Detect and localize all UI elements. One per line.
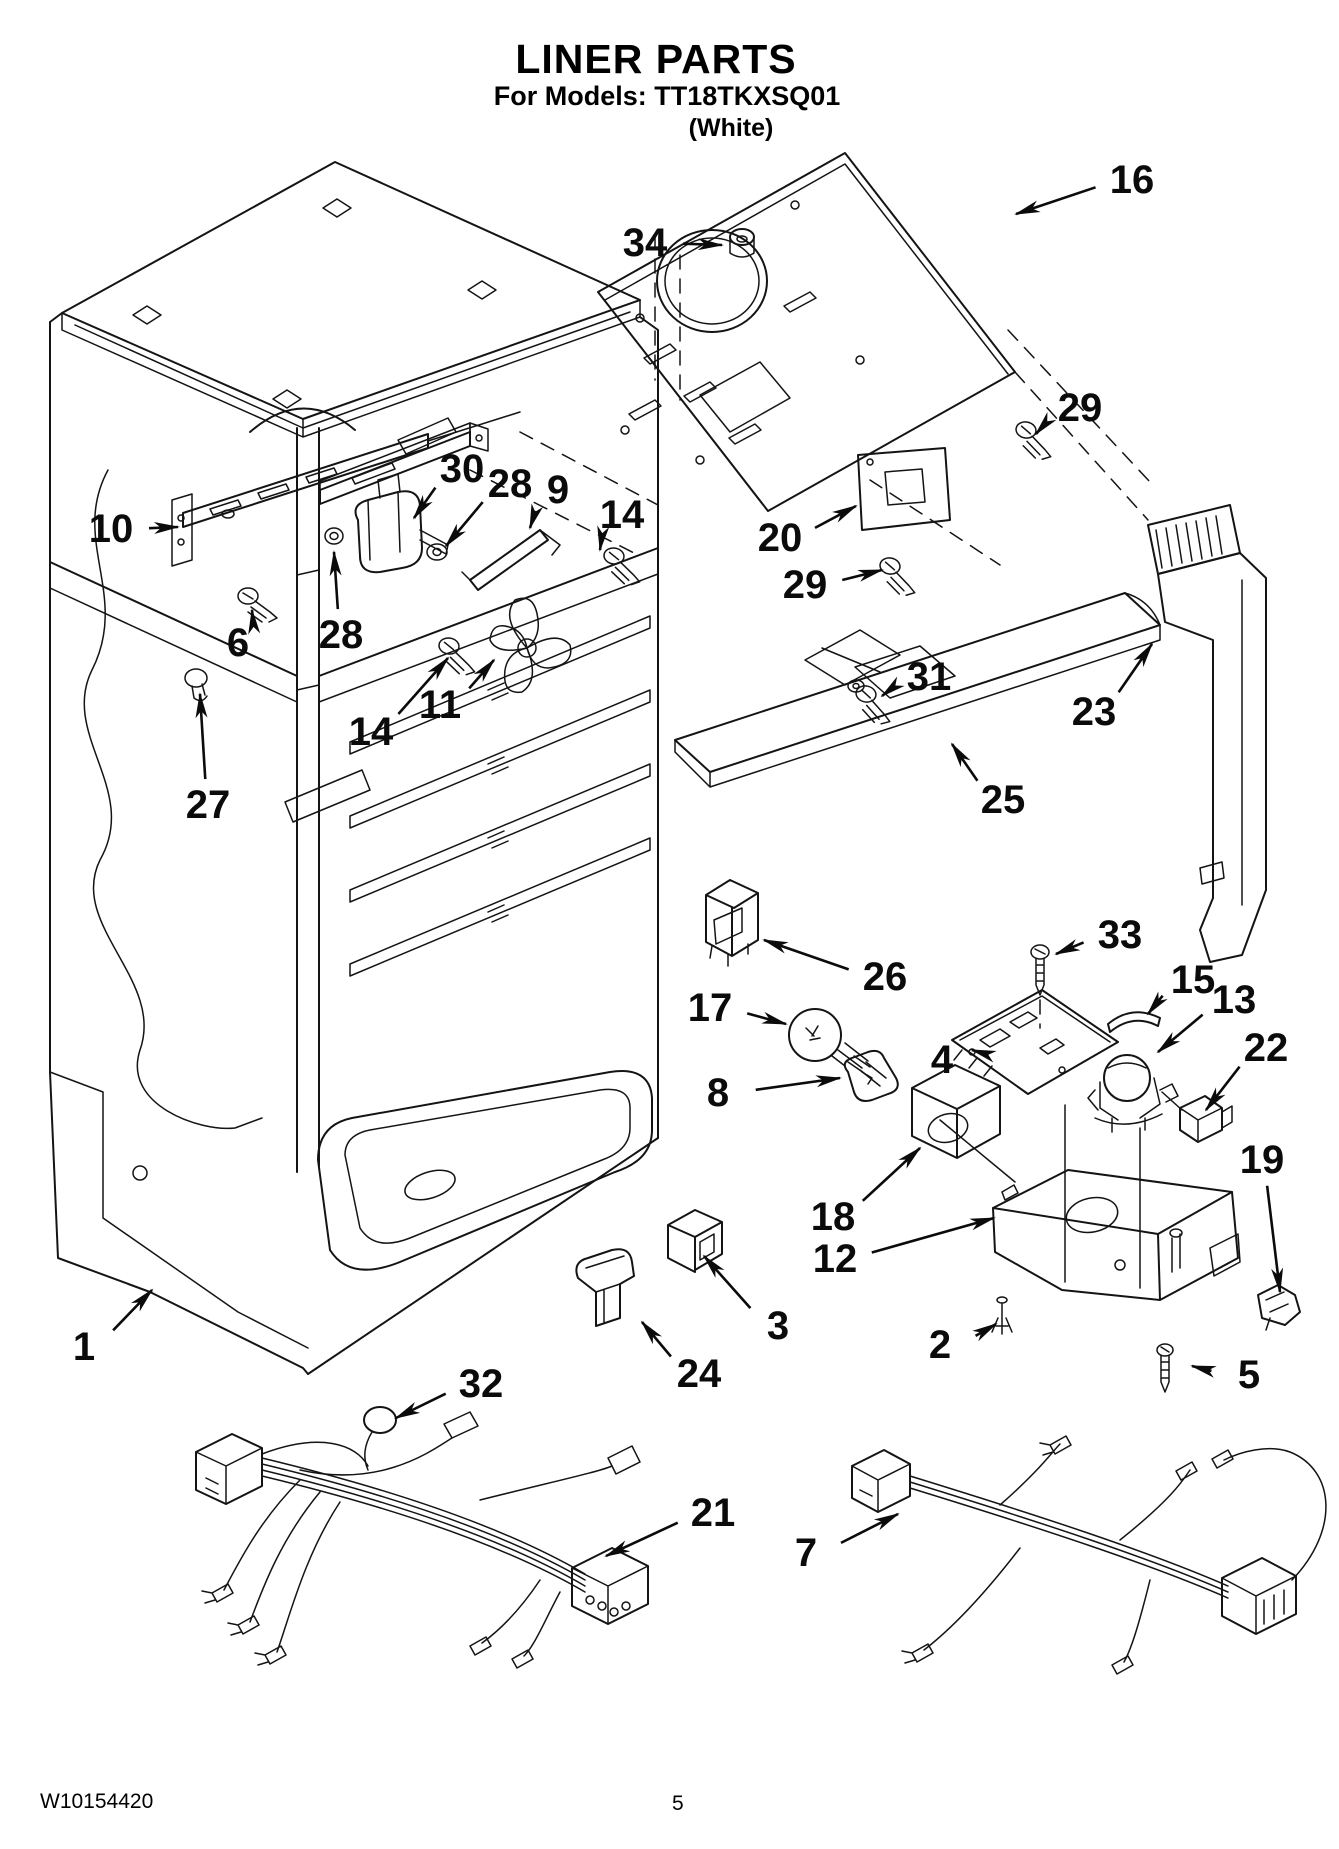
evaporator-fan-hardware [171, 411, 645, 702]
callout-7: 7 [795, 1512, 900, 1575]
svg-text:25: 25 [981, 778, 1026, 822]
svg-text:12: 12 [813, 1237, 858, 1281]
callout-32: 32 [394, 1362, 504, 1420]
svg-text:20: 20 [758, 516, 803, 560]
svg-text:24: 24 [677, 1352, 722, 1396]
svg-text:27: 27 [186, 783, 231, 827]
svg-text:17: 17 [688, 986, 733, 1030]
svg-text:5: 5 [1238, 1353, 1260, 1397]
color-note: (White) [688, 114, 774, 142]
svg-text:29: 29 [1058, 386, 1103, 430]
callout-19: 19 [1240, 1138, 1285, 1294]
callout-14: 14 [349, 656, 450, 754]
svg-text:29: 29 [783, 563, 828, 607]
svg-text:18: 18 [811, 1195, 856, 1239]
callout-29: 29 [1034, 386, 1103, 436]
callout-1: 1 [73, 1288, 154, 1369]
svg-text:10: 10 [89, 507, 134, 551]
models-line: For Models: TT18TKXSQ01 [493, 81, 841, 111]
callout-16: 16 [1014, 158, 1155, 216]
svg-text:19: 19 [1240, 1138, 1285, 1182]
callout-28: 28 [444, 462, 533, 548]
svg-text:32: 32 [459, 1362, 504, 1406]
svg-text:30: 30 [440, 447, 485, 491]
callout-20: 20 [758, 504, 858, 560]
callout-8: 8 [707, 1071, 842, 1115]
wire-harness-7-drawing [851, 1435, 1327, 1675]
callout-29: 29 [783, 563, 884, 607]
svg-text:14: 14 [349, 710, 394, 754]
callout-31: 31 [880, 655, 952, 699]
callout-2: 2 [929, 1322, 998, 1367]
callout-23: 23 [1072, 642, 1154, 734]
control-parts-drawing [575, 879, 1301, 1393]
callout-6: 6 [227, 608, 261, 665]
svg-text:13: 13 [1212, 978, 1257, 1022]
svg-text:34: 34 [623, 221, 668, 265]
svg-text:16: 16 [1110, 158, 1155, 202]
svg-text:28: 28 [488, 462, 533, 506]
callout-33: 33 [1054, 913, 1143, 957]
svg-text:21: 21 [691, 1491, 736, 1535]
callout-14: 14 [597, 493, 645, 552]
callout-5: 5 [1190, 1353, 1260, 1397]
callout-26: 26 [762, 938, 908, 999]
svg-text:22: 22 [1244, 1026, 1289, 1070]
svg-text:14: 14 [600, 493, 645, 537]
svg-text:23: 23 [1072, 690, 1117, 734]
callout-4: 4 [931, 1038, 997, 1082]
svg-text:9: 9 [547, 468, 569, 512]
svg-text:3: 3 [767, 1304, 789, 1348]
callout-15: 15 [1146, 958, 1216, 1016]
callout-30: 30 [412, 447, 485, 520]
svg-text:11: 11 [419, 683, 461, 727]
callout-3: 3 [702, 1254, 789, 1348]
callout-21: 21 [604, 1491, 736, 1558]
callout-27: 27 [186, 692, 231, 827]
wire-harness-21-drawing [195, 1406, 649, 1669]
air-shield-drawing [674, 592, 1161, 788]
svg-text:26: 26 [863, 955, 908, 999]
document-number: W10154420 [40, 1790, 154, 1813]
svg-text:2: 2 [929, 1323, 951, 1367]
cabinet-liner-drawing [49, 161, 659, 1375]
callout-18: 18 [811, 1146, 922, 1239]
page-title: LINER PARTS [515, 36, 797, 82]
callout-17: 17 [688, 986, 788, 1030]
svg-text:15: 15 [1171, 958, 1216, 1002]
callout-28: 28 [319, 550, 364, 657]
callout-22: 22 [1204, 1026, 1289, 1112]
rear-panel-drawing [597, 152, 1151, 598]
svg-text:4: 4 [931, 1038, 954, 1082]
svg-text:33: 33 [1098, 913, 1143, 957]
page-number: 5 [672, 1792, 684, 1815]
callout-34: 34 [623, 221, 724, 265]
callout-10: 10 [89, 507, 180, 551]
svg-text:31: 31 [907, 655, 952, 699]
air-duct-drawing [1147, 504, 1267, 963]
svg-text:1: 1 [73, 1325, 95, 1369]
svg-text:7: 7 [795, 1531, 817, 1575]
callout-9: 9 [528, 468, 569, 530]
callout-11: 11 [419, 658, 496, 727]
svg-text:8: 8 [707, 1071, 729, 1115]
callout-12: 12 [813, 1216, 996, 1281]
callout-13: 13 [1156, 978, 1257, 1054]
callout-25: 25 [950, 742, 1026, 822]
svg-text:6: 6 [227, 621, 249, 665]
callout-24: 24 [640, 1320, 722, 1396]
svg-text:28: 28 [319, 613, 364, 657]
